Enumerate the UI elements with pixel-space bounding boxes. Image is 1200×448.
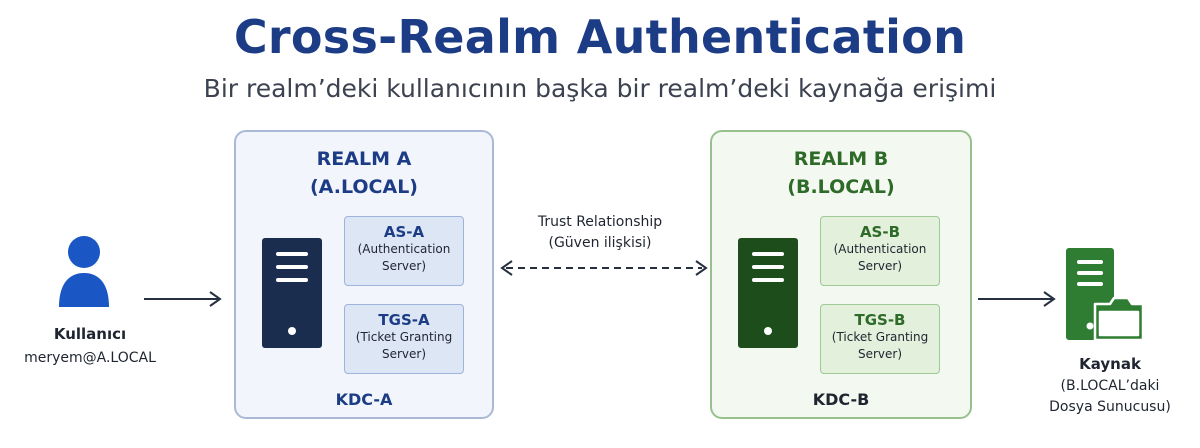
server-icon [738,238,798,348]
as-a-box: AS-A (Authentication Server) [344,216,464,286]
realm-to-resource-arrow [978,291,1056,307]
service-desc: Server) [857,259,903,273]
trust-label-line1: Trust Relationship [537,214,663,230]
realm-a-box: REALM A (A.LOCAL) AS-A (Authentication S… [234,130,494,419]
realm-b-box: REALM B (B.LOCAL) AS-B (Authentication S… [710,130,972,419]
person-icon [59,236,109,307]
trust-arrow [500,260,708,276]
realm-b-name: REALM B [793,148,889,170]
service-desc: (Ticket Granting [831,330,929,344]
service-name: AS-B [859,223,901,241]
service-desc: (Ticket Granting [355,330,453,344]
service-name: AS-A [383,223,425,241]
server-icon [262,238,322,348]
diagram-subtitle: Bir realm’deki kullanıcının başka bir re… [203,74,997,103]
user-to-realm-arrow [144,291,222,307]
user-name: Kullanıcı [53,325,127,343]
resource-desc-line2: Dosya Sunucusu) [1049,399,1171,415]
resource-name: Kaynak [1079,355,1141,373]
file-server-icon [1066,248,1145,342]
service-desc: Server) [381,347,427,361]
service-desc: Server) [857,347,903,361]
realm-a-name: REALM A [316,148,412,170]
as-b-box: AS-B (Authentication Server) [820,216,940,286]
resource-desc: (B.LOCAL’daki Dosya Sunucusu) [1030,376,1190,418]
trust-label: Trust Relationship (Güven ilişkisi) [510,212,690,254]
tgs-b-box: TGS-B (Ticket Granting Server) [820,304,940,374]
service-desc: (Authentication [357,242,451,256]
trust-label-line2: (Güven ilişkisi) [548,235,652,251]
user-account: meryem@A.LOCAL [24,350,156,366]
realm-b-domain: (B.LOCAL) [787,176,895,198]
service-desc: (Authentication [833,242,927,256]
kdc-b-label: KDC-B [812,390,870,409]
service-name: TGS-A [378,311,430,329]
service-desc: Server) [381,259,427,273]
tgs-a-box: TGS-A (Ticket Granting Server) [344,304,464,374]
realm-a-domain: (A.LOCAL) [310,176,418,198]
diagram-title: Cross-Realm Authentication [233,10,967,64]
kdc-a-label: KDC-A [335,390,393,409]
resource-desc-line1: (B.LOCAL’daki [1060,378,1160,394]
service-name: TGS-B [854,311,906,329]
